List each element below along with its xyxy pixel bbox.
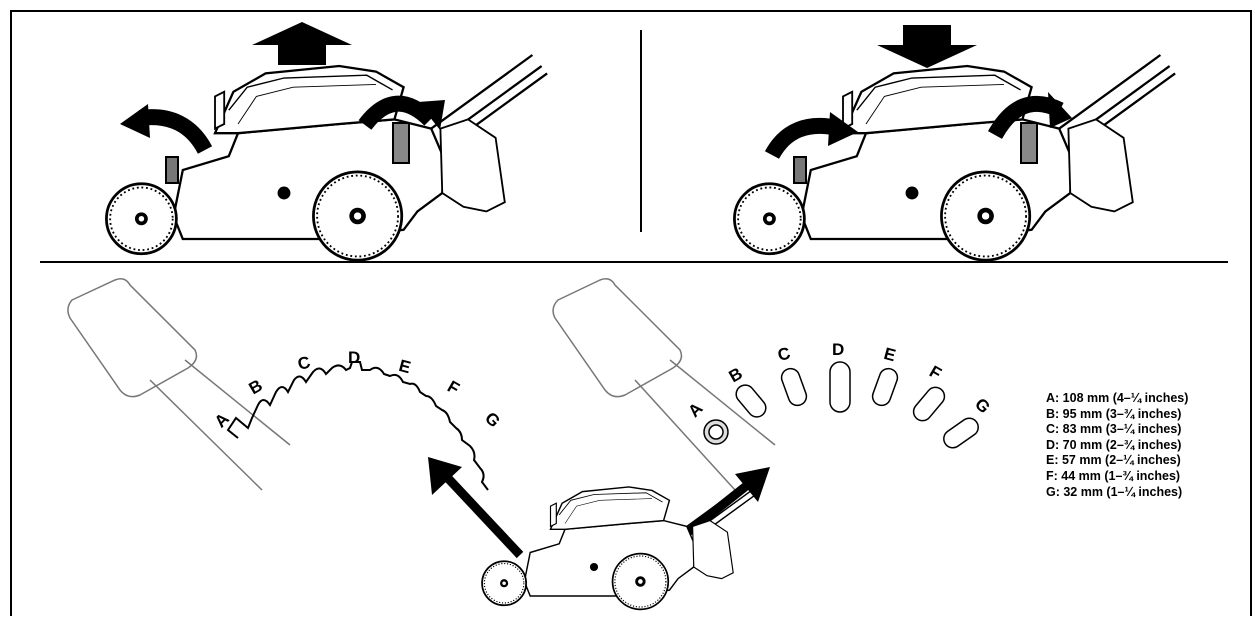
notch-letter: A — [684, 399, 706, 421]
notch-letter: C — [296, 352, 313, 374]
mower-small-illustration — [481, 479, 761, 611]
notch-letter: E — [397, 356, 413, 377]
legend-item: C: 83 mm (3–¼ inches) — [1046, 422, 1182, 437]
notch-letter: D — [348, 348, 360, 367]
down-arrow-icon — [877, 25, 977, 68]
up-arrow-icon — [252, 22, 352, 65]
mower-lower-illustration — [733, 25, 1177, 262]
notch-letter: B — [726, 364, 746, 387]
legend-item: A: 108 mm (4–¼ inches) — [1046, 391, 1189, 405]
mower-raise-illustration — [105, 22, 549, 262]
height-legend: A: 108 mm (4–¼ inches) B: 95 mm (3–¾ inc… — [1046, 391, 1256, 500]
slot-detail: A B C D E F G — [552, 278, 994, 491]
notch-letter: G — [481, 408, 504, 431]
legend-item: G: 32 mm (1–¼ inches) — [1046, 484, 1183, 499]
notch-letter: B — [246, 376, 266, 399]
rotate-arrow-icon — [138, 109, 213, 155]
ratchet-notch-detail: A B C D E F G — [67, 278, 504, 491]
legend-item: B: 95 mm (3–¾ inches) — [1046, 406, 1182, 421]
notch-letter: E — [882, 344, 898, 365]
legend-item: E: 57 mm (2–¼ inches) — [1046, 453, 1181, 468]
notch-letter: F — [444, 377, 462, 399]
diagram-frame — [10, 10, 1252, 616]
notch-letter: G — [971, 394, 994, 417]
notch-letter: D — [832, 340, 844, 359]
pointer-arrow-icon — [441, 471, 524, 559]
legend-item: D: 70 mm (2–¾ inches) — [1046, 437, 1182, 452]
rotate-arrow-icon — [358, 95, 436, 131]
notch-letter: F — [926, 362, 944, 384]
rotate-arrow-icon — [764, 117, 840, 160]
notch-letter: C — [776, 343, 793, 365]
legend-item: F: 44 mm (1–¾ inches) — [1046, 468, 1181, 483]
